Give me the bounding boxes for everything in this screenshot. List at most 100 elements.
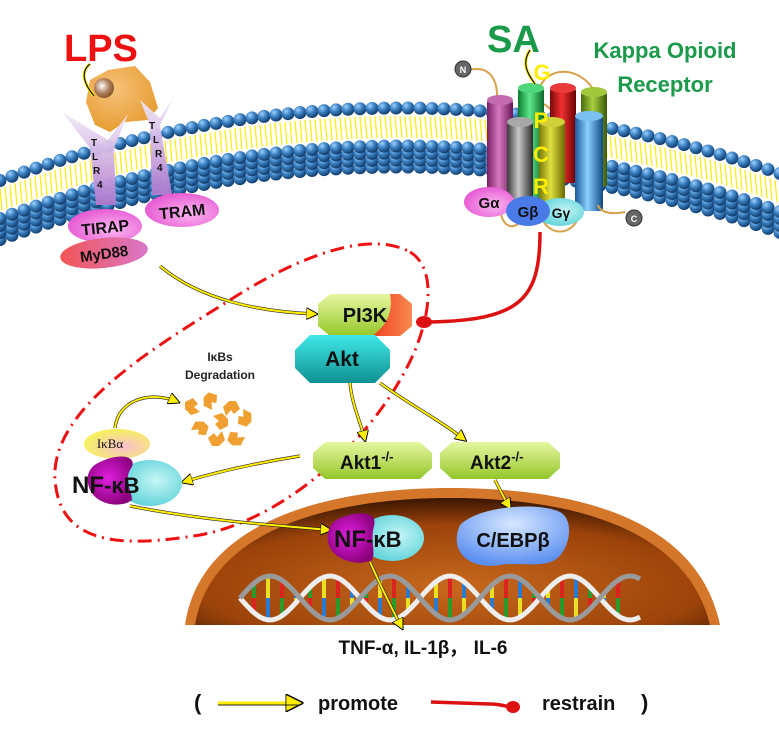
- lipid-tail: [44, 173, 48, 196]
- lipid-head: [257, 147, 271, 161]
- dna-helix: [238, 573, 642, 623]
- lipid-tail: [329, 118, 333, 141]
- lipid-tail: [444, 116, 448, 139]
- sa-label: SA: [487, 19, 540, 61]
- lipid-tail: [754, 173, 758, 196]
- lipid-head: [341, 140, 355, 154]
- lipid-tail: [219, 130, 223, 153]
- lipid-tail: [684, 152, 688, 175]
- lipid-head: [305, 143, 319, 157]
- nfkb-kb-label: -κB: [104, 473, 139, 498]
- lipid-head: [425, 139, 439, 153]
- lipid-head: [65, 150, 79, 164]
- legend-open-paren: (: [194, 690, 202, 715]
- lipid-tail: [769, 178, 773, 201]
- lipid-tail: [264, 124, 268, 147]
- g-beta-protein: [506, 196, 550, 226]
- lipid-tail: [309, 119, 313, 142]
- lipid-head: [221, 114, 235, 128]
- lipid-head: [137, 169, 151, 183]
- lipid-tail: [179, 137, 183, 161]
- lipid-head: [725, 189, 739, 203]
- lipid-head: [389, 139, 403, 153]
- g-alpha-protein: [464, 187, 514, 217]
- lipid-tail: [199, 134, 203, 157]
- lipid-head: [461, 103, 475, 117]
- promote-arrow-nfkb-to-nuclear-nfkb: [129, 505, 330, 530]
- lipid-tail: [254, 125, 258, 148]
- g-gamma-label: Gγ: [552, 205, 571, 221]
- lipid-head: [269, 146, 283, 160]
- lipid-tail: [29, 178, 33, 201]
- lipid-head: [125, 134, 139, 148]
- ikbs-degradation-fragments: [185, 392, 252, 446]
- lipid-head: [53, 153, 67, 167]
- lipid-tail: [299, 120, 303, 143]
- lipid-tail: [454, 117, 458, 140]
- tram-label: TRAM: [158, 202, 206, 224]
- n-terminus-label: N: [460, 65, 467, 75]
- lipid-head: [689, 141, 703, 155]
- lipid-head: [29, 199, 43, 213]
- lipid-tail: [354, 116, 358, 139]
- lipid-head: [0, 174, 7, 188]
- lipid-tail: [279, 122, 283, 145]
- nucleus: [195, 498, 710, 625]
- tlr4-letter: L: [153, 135, 159, 146]
- lipid-head: [329, 103, 343, 117]
- lipid-tail: [774, 179, 778, 202]
- lipid-head: [437, 102, 451, 116]
- ikba-protein: [84, 429, 150, 459]
- pi3k-akt-region-boundary: [53, 242, 430, 543]
- lipid-head: [449, 102, 463, 116]
- lipid-tail: [74, 163, 78, 186]
- lipid-tail: [674, 150, 678, 173]
- akt2-superscript: -/-: [511, 449, 523, 464]
- lipid-head: [353, 102, 367, 116]
- lipid-head: [677, 138, 691, 152]
- lipid-tail: [379, 116, 383, 139]
- lipid-head: [689, 179, 703, 193]
- lipid-tail: [409, 115, 413, 139]
- lipid-tail: [694, 155, 698, 178]
- c-terminus-label: C: [631, 214, 638, 224]
- lipid-head: [461, 141, 475, 155]
- lps-ball: [94, 78, 114, 98]
- legend-restrain-head: [506, 701, 520, 713]
- tlr4-letter: L: [92, 152, 98, 163]
- lipid-head: [761, 200, 775, 214]
- lipid-tail: [114, 152, 118, 175]
- lipid-head: [77, 184, 91, 198]
- svg-text:NF-κB: NF-κB: [334, 526, 401, 553]
- lipid-tail: [619, 137, 623, 161]
- tlr4-receptor-right: T L R 4: [140, 95, 175, 195]
- lipid-tail: [39, 174, 43, 197]
- lipid-head: [713, 185, 727, 199]
- lipid-head: [473, 104, 487, 118]
- lipid-tail: [734, 166, 738, 189]
- tlr4-letter: T: [91, 138, 97, 149]
- receptor-title-line1: Kappa Opioid: [594, 38, 737, 63]
- lipid-tail: [249, 126, 253, 149]
- ikba-label: IκBα: [97, 436, 124, 451]
- lipid-head: [41, 195, 55, 209]
- lipid-tail: [359, 116, 363, 139]
- promote-arrow-outline-ikba-to-fragments: [113, 395, 179, 429]
- lipid-head: [125, 172, 139, 186]
- lipid-tail: [244, 126, 248, 149]
- legend-restrain-label: restrain: [542, 693, 615, 715]
- lipid-tail: [664, 147, 668, 170]
- lipid-head: [17, 203, 31, 217]
- lipid-tail: [54, 169, 58, 193]
- lipid-head: [749, 196, 763, 210]
- ikb-fragment: [223, 401, 240, 416]
- lipid-tail: [339, 117, 343, 140]
- lipid-head: [185, 121, 199, 135]
- lipid-tail: [49, 171, 53, 194]
- lipid-tail: [144, 145, 148, 168]
- akt2-label: Akt2: [470, 453, 511, 474]
- lipid-head: [77, 146, 91, 160]
- lipid-tail: [464, 117, 468, 140]
- gpcr-letter: P: [534, 108, 549, 133]
- lipid-head: [389, 101, 403, 115]
